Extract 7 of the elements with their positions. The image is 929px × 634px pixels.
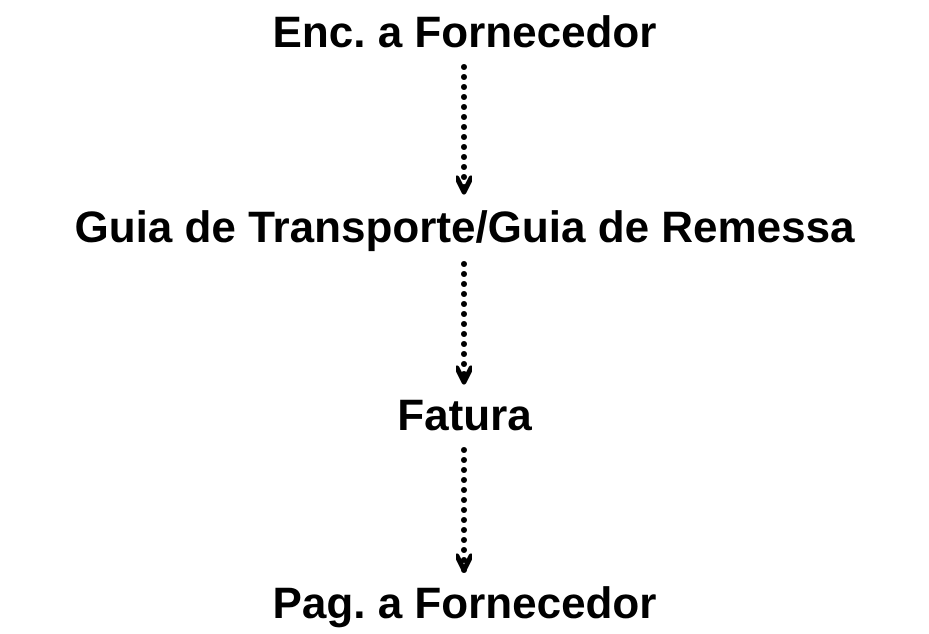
- step-label: Guia de Transporte/Guia de Remessa: [74, 203, 855, 253]
- arrow: [454, 447, 474, 575]
- arrow: [454, 64, 474, 197]
- step-label: Pag. a Fornecedor: [272, 579, 656, 629]
- arrow: [454, 261, 474, 387]
- step-label: Fatura: [397, 391, 532, 441]
- step-label: Enc. a Fornecedor: [272, 8, 656, 58]
